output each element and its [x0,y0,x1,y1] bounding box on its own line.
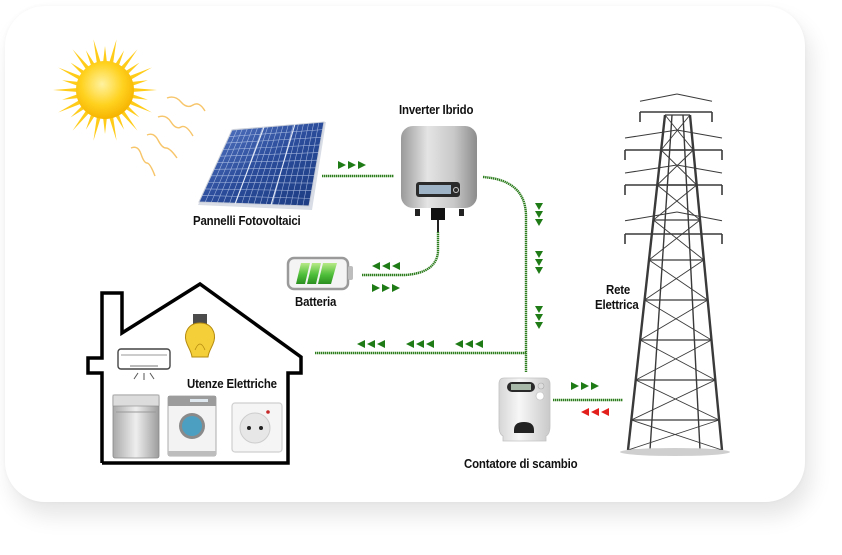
wire-inverter-battery [362,232,440,277]
flow-arrow-left [465,340,473,348]
air-conditioner-icon [117,348,171,380]
dishwasher-icon [112,394,160,459]
power-socket-icon [231,402,283,453]
flow-arrow-left [372,262,380,270]
flow-arrow-left [475,340,483,348]
flow-arrow-left [377,340,385,348]
grid-label-line2: Elettrica [595,297,639,312]
flow-arrow-right [358,161,366,169]
grid-label-line1: Rete [606,282,631,297]
flow-arrow-down [535,314,543,321]
power-pylon-icon [620,93,730,456]
wire-inverter-meter [482,175,528,372]
solar-panel-icon [198,121,326,210]
flow-arrow-right [382,284,390,292]
flow-arrow-left [392,262,400,270]
flow-arrow-down [535,219,543,226]
flow-arrow-down [535,259,543,266]
electric-meter-icon [498,377,551,442]
meter-label: Contatore di scambio [464,456,578,471]
flow-arrow-right [581,382,589,390]
battery-icon [286,256,353,291]
sun-heat-waves [130,96,206,177]
flow-arrow-left [406,340,414,348]
flow-arrow-left [416,340,424,348]
inverter-label: Inverter Ibrido [399,102,474,117]
flow-arrow-right [372,284,380,292]
battery-label: Batteria [295,294,337,309]
flow-arrow-right [591,382,599,390]
flow-arrow-down [535,211,543,218]
sun-icon [53,39,157,141]
flow-arrow-left [382,262,390,270]
flow-arrow-left [426,340,434,348]
flow-arrow-right [338,161,346,169]
flow-arrow-left [455,340,463,348]
washing-machine-icon [167,395,217,457]
flow-arrow-right [571,382,579,390]
flow-arrow-left [601,408,609,416]
flow-arrow-left [367,340,375,348]
flow-arrow-right [348,161,356,169]
flow-arrows [338,161,609,416]
flow-arrow-down [535,306,543,313]
flow-arrow-down [535,322,543,329]
pv-panels-label: Pannelli Fotovoltaici [193,213,301,228]
inverter-icon [401,126,477,232]
flow-arrow-down [535,267,543,274]
house-label: Utenze Elettriche [187,376,277,391]
flow-arrow-left [357,340,365,348]
light-bulb-icon [185,314,215,358]
flow-arrow-down [535,203,543,210]
flow-wires [315,174,623,402]
flow-arrow-left [591,408,599,416]
flow-arrow-right [392,284,400,292]
house-icon [86,281,303,465]
flow-arrow-left [581,408,589,416]
flow-arrow-down [535,251,543,258]
